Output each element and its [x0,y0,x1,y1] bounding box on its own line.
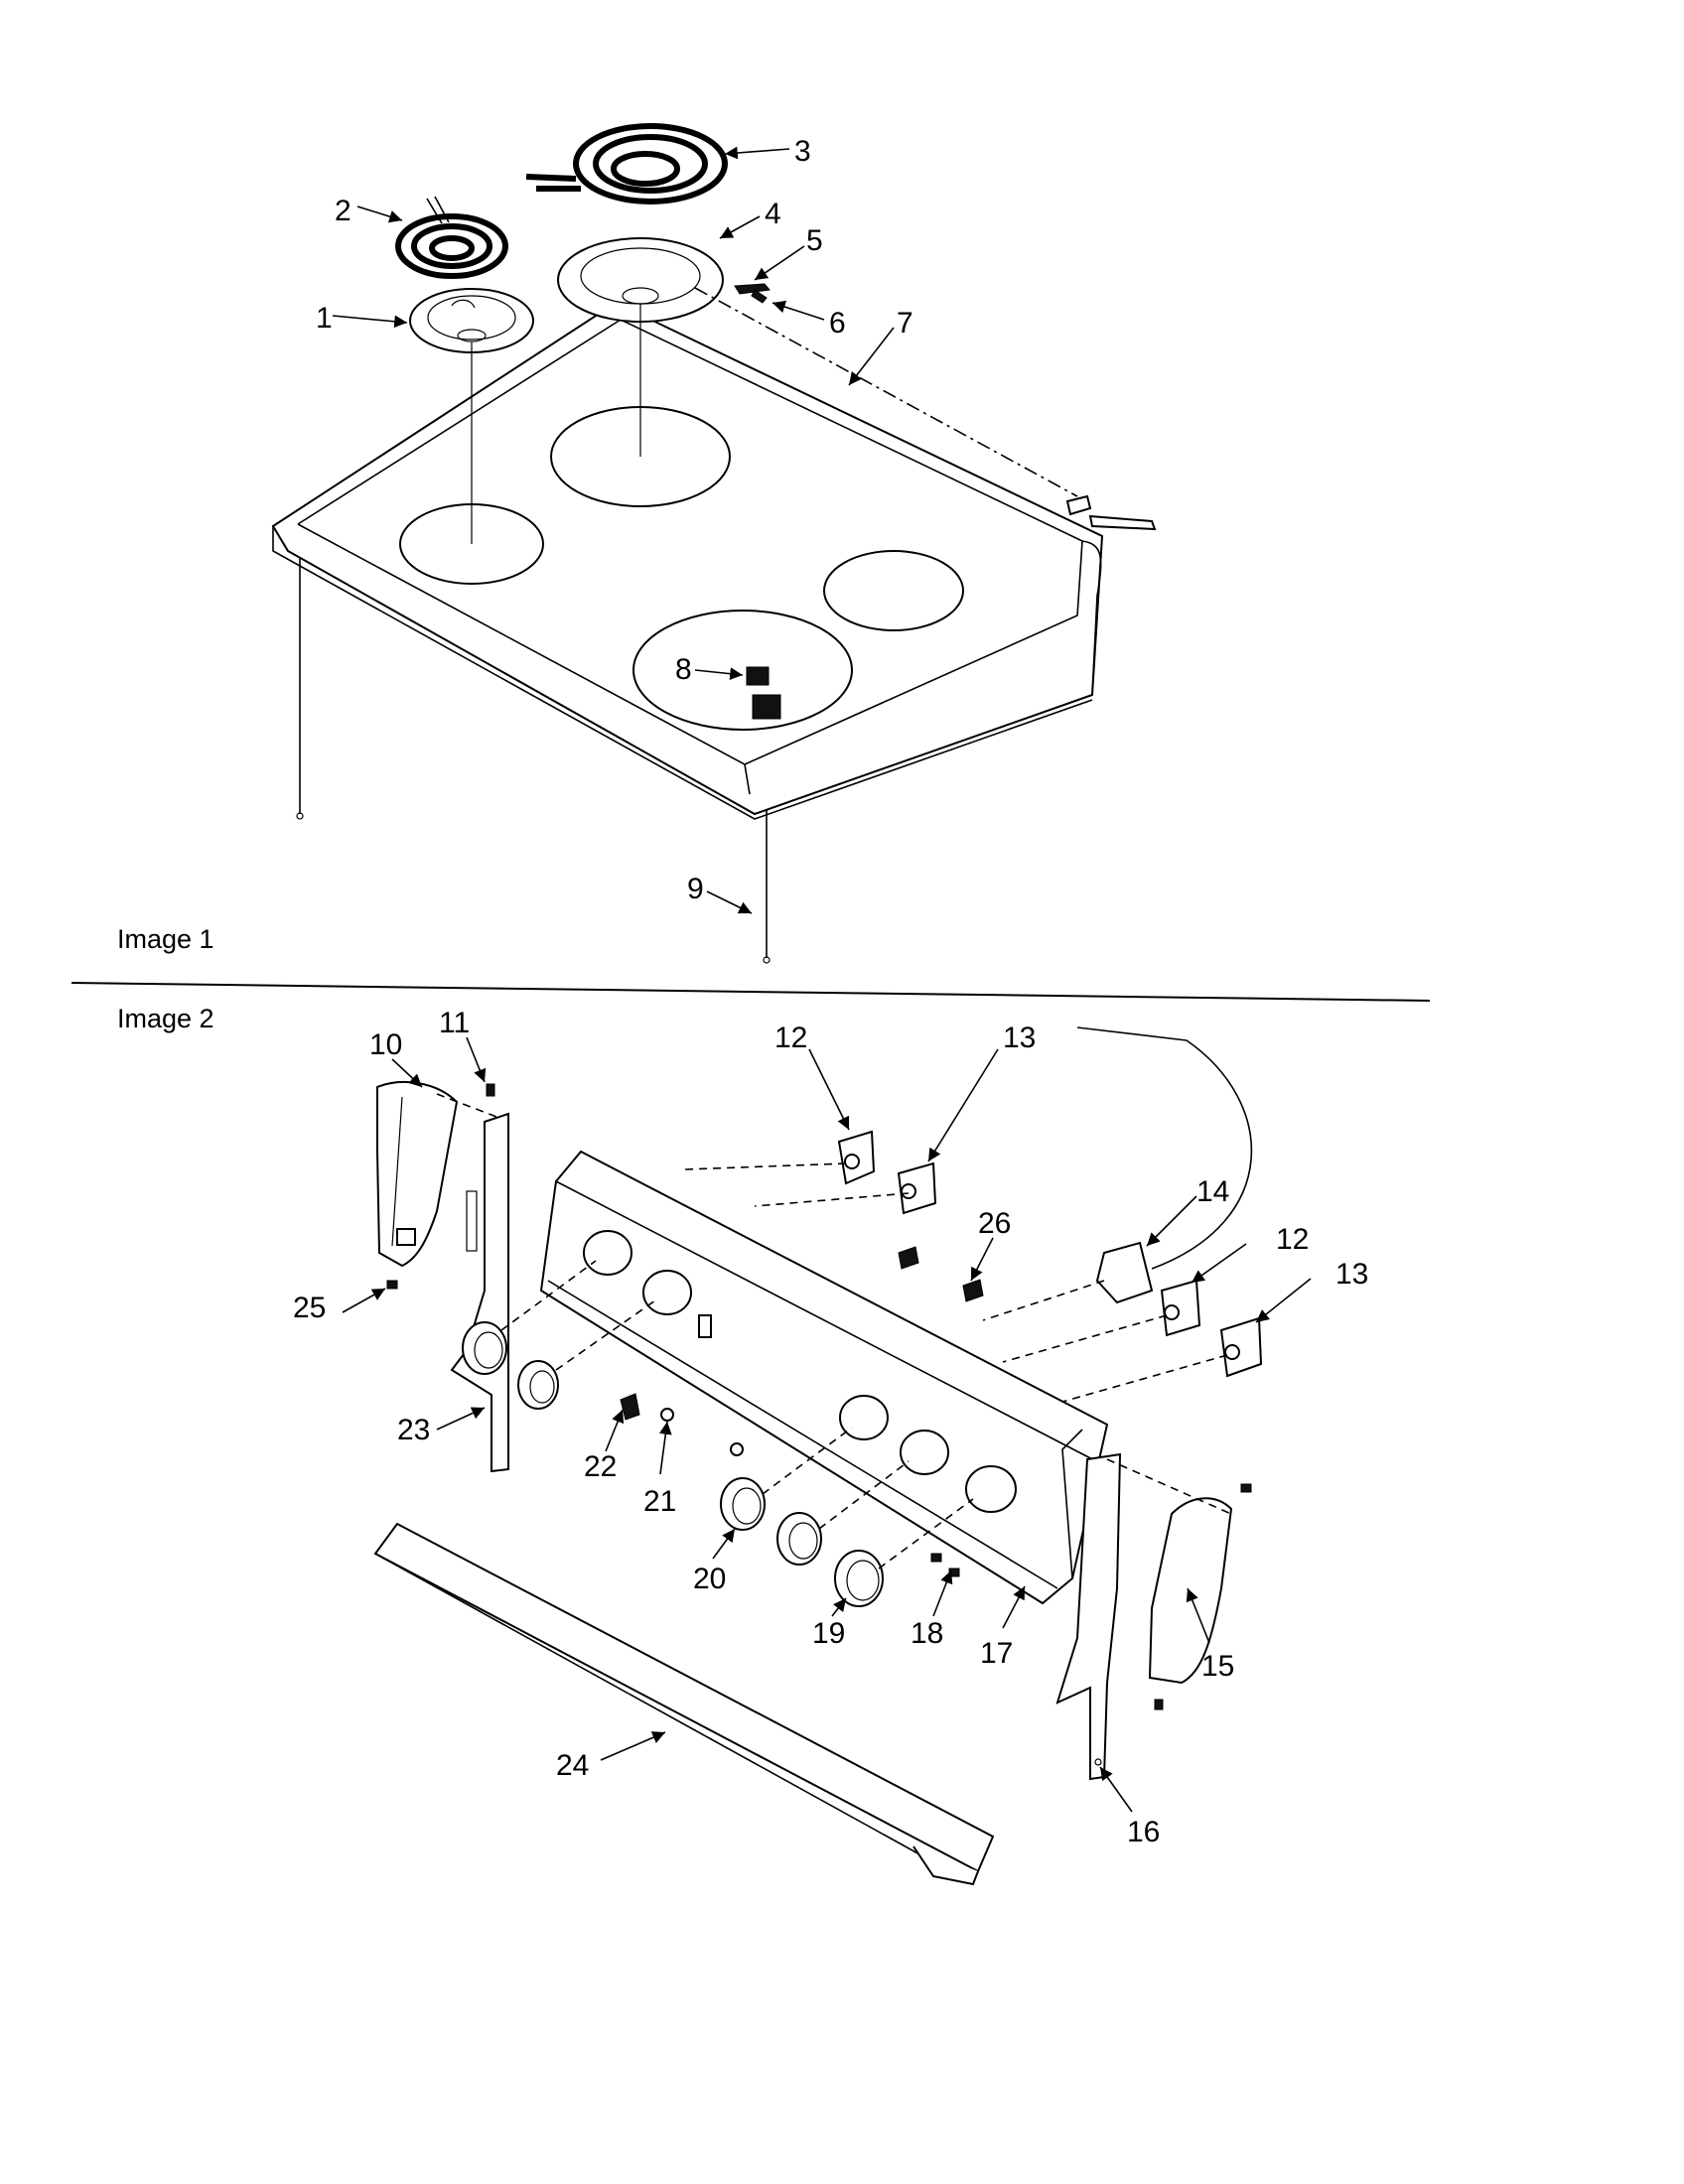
callout-21: 21 [643,1485,676,1518]
cooktop-panel [271,301,1157,964]
callout-13: 13 [1003,1022,1036,1054]
surface-element-large [525,123,728,205]
callout-22: 22 [584,1450,617,1483]
hinge-pin-icon [1088,514,1157,531]
callout-20: 20 [693,1563,726,1595]
callout-3: 3 [794,135,811,168]
control-knob-icon [462,1321,507,1375]
left-side-bracket [450,1112,509,1473]
rocker-switch-icon [898,1246,919,1270]
control-knob-icon [776,1512,822,1566]
drip-pan-large [557,237,724,457]
rocker-switch-icon [962,1279,984,1302]
lens-icon [660,1408,674,1422]
bottom-trim-strip [373,1522,995,1886]
callout-6: 6 [829,307,846,340]
receptacle-block-icon [752,694,781,720]
callout-7: 7 [897,307,913,340]
callout-1: 1 [316,302,333,335]
callout-9: 9 [687,873,704,905]
callout-13-right: 13 [1335,1258,1368,1291]
callout-5: 5 [806,224,823,257]
callout-26: 26 [978,1207,1011,1240]
knob-group-right [720,1477,884,1607]
clock-timer-assembly [1076,1026,1253,1304]
callout-15: 15 [1201,1650,1234,1683]
terminal-clip [734,283,771,304]
callout-17: 17 [980,1637,1013,1670]
burner-opening-front-right [632,610,853,731]
indicator-light-icon [620,1393,640,1421]
callout-24: 24 [556,1749,589,1782]
infinite-switch-rear [837,1130,937,1215]
callout-18: 18 [911,1617,943,1650]
callout-4: 4 [765,198,781,230]
callout-2: 2 [335,195,351,227]
callout-12: 12 [774,1022,807,1054]
control-knob-icon [720,1477,766,1531]
surface-element-small [395,196,508,279]
image1-label: Image 1 [117,924,214,954]
callout-23: 23 [397,1414,430,1446]
image1-cooktop-assembly: 2 1 3 4 5 6 7 8 9 [271,123,1157,964]
callout-25: 25 [293,1292,326,1324]
callout-16: 16 [1127,1816,1160,1848]
callout-8: 8 [675,653,692,686]
image2-control-panel-assembly: 10 11 12 13 26 14 12 13 25 23 22 21 20 1… [293,1007,1368,1886]
receptacle-icon [746,666,770,686]
knob-group-left [462,1321,559,1410]
lens-icon [730,1442,744,1456]
screw-icon [386,1280,398,1290]
callout-10: 10 [369,1028,402,1061]
screw-icon [1240,1483,1252,1493]
screw-icon [486,1083,495,1097]
screw-icon [1154,1699,1164,1710]
control-knob-icon [834,1550,884,1607]
hinge-bracket-icon [1065,494,1092,516]
callout-19: 19 [812,1617,845,1650]
callout-14: 14 [1196,1175,1229,1208]
section-divider [70,982,1431,1002]
control-panel-backguard [539,1150,1109,1605]
drip-pan-small [409,288,534,544]
image2-label: Image 2 [117,1004,214,1033]
callout-12-right: 12 [1276,1223,1309,1256]
burner-opening-rear-right [823,550,964,631]
callout-11: 11 [439,1007,470,1039]
screw-icon [930,1553,942,1563]
infinite-switch-front [1160,1279,1263,1378]
left-end-cap [376,1081,459,1268]
right-side-bracket [1055,1452,1122,1781]
